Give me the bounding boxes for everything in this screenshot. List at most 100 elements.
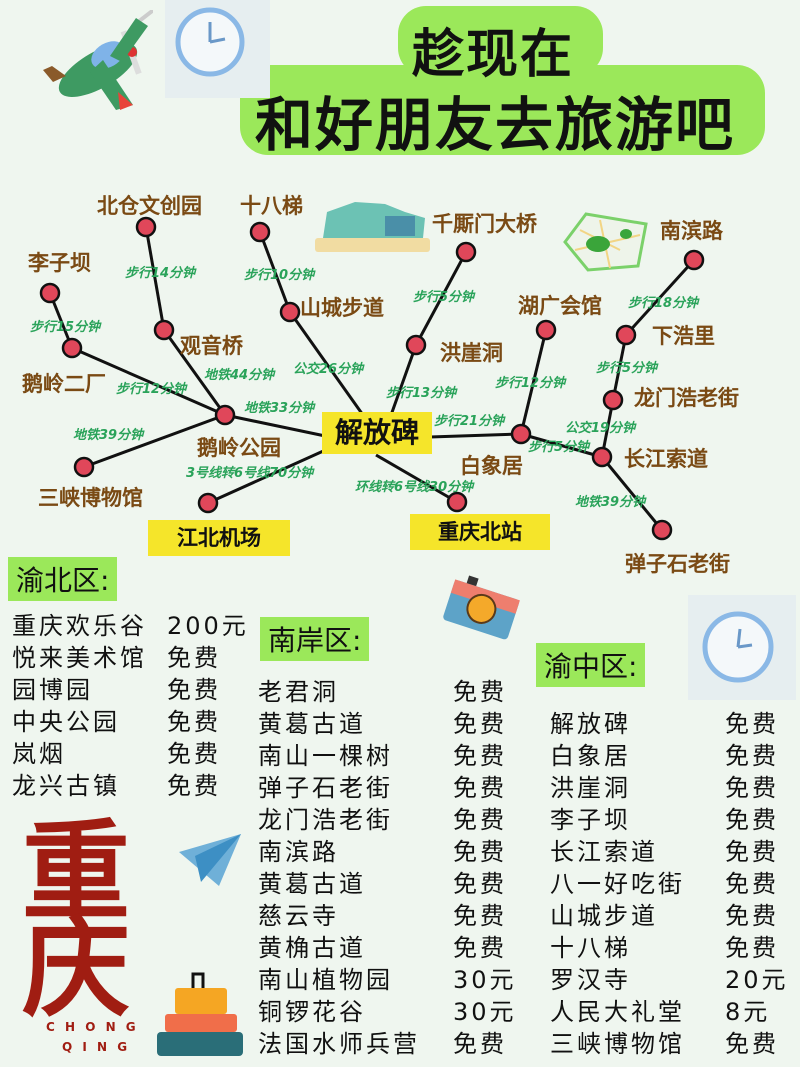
list-item: 南山一棵树免费 bbox=[258, 742, 507, 770]
node-qiansimen bbox=[455, 241, 477, 263]
place-baixiangju: 白象居 bbox=[460, 454, 523, 478]
list-item: 山城步道免费 bbox=[550, 902, 779, 930]
place-shibati: 十八梯 bbox=[240, 194, 303, 218]
place-shancheng: 山城步道 bbox=[300, 296, 384, 320]
list-item: 黄葛古道免费 bbox=[258, 710, 507, 738]
district-title-nanan: 南岸区: bbox=[260, 617, 370, 661]
brand-pinyin-line2: Q I N G bbox=[62, 1040, 131, 1054]
brand-pinyin-line1: C H O N G bbox=[46, 1020, 139, 1034]
route-label: 步行5分钟 bbox=[528, 440, 590, 455]
list-item: 洪崖洞免费 bbox=[550, 774, 779, 802]
place-danzishi: 弹子石老街 bbox=[625, 552, 730, 576]
list-item: 长江索道免费 bbox=[550, 838, 779, 866]
list-item: 李子坝免费 bbox=[550, 806, 779, 834]
district-title-yuzhong: 渝中区: bbox=[536, 643, 646, 687]
map-icon bbox=[560, 210, 650, 272]
clock-icon bbox=[688, 595, 796, 700]
list-item: 黄桷古道免费 bbox=[258, 934, 507, 962]
district-title-yubei: 渝北区: bbox=[8, 557, 118, 601]
node-airport bbox=[197, 492, 219, 514]
list-item: 慈云寺免费 bbox=[258, 902, 507, 930]
list-item: 老君洞免费 bbox=[258, 678, 507, 706]
node-hongyadong bbox=[405, 334, 427, 356]
node-elingpark bbox=[214, 404, 236, 426]
node-danzishi bbox=[651, 519, 673, 541]
route-label: 步行18分钟 bbox=[628, 296, 699, 311]
list-item: 中央公园免费 bbox=[12, 708, 221, 736]
node-eling2 bbox=[61, 337, 83, 359]
node-longmenhao bbox=[602, 389, 624, 411]
place-liziba: 李子坝 bbox=[28, 251, 91, 275]
node-sanxia bbox=[73, 456, 95, 478]
list-item: 园博园免费 bbox=[12, 676, 221, 704]
page-title-line2: 和好朋友去旅游吧 bbox=[255, 91, 736, 159]
brand-char-qing: 庆 bbox=[22, 907, 131, 1032]
place-huguang: 湖广会馆 bbox=[518, 294, 602, 318]
node-nanbinlu bbox=[683, 249, 705, 271]
list-item: 八一好吃街免费 bbox=[550, 870, 779, 898]
district-list-nanan: 老君洞免费 黄葛古道免费 南山一棵树免费 弹子石老街免费 龙门浩老街免费 南滨路… bbox=[258, 676, 528, 1060]
route-label: 地铁44分钟 bbox=[204, 368, 275, 383]
node-shibati bbox=[249, 221, 271, 243]
route-label: 步行12分钟 bbox=[495, 376, 566, 391]
route-label: 3号线转6号线70分钟 bbox=[186, 466, 314, 481]
node-guanyinqiao bbox=[153, 319, 175, 341]
route-label: 公交26分钟 bbox=[293, 362, 364, 377]
route-label: 环线转6号线30分钟 bbox=[355, 480, 474, 495]
list-item: 白象居免费 bbox=[550, 742, 779, 770]
node-huguang bbox=[535, 319, 557, 341]
node-north bbox=[446, 491, 468, 513]
title-highlight-line2 bbox=[240, 65, 765, 155]
clock-icon bbox=[165, 0, 270, 98]
hub-north-station: 重庆北站 bbox=[410, 514, 550, 550]
title-highlight-line1 bbox=[398, 6, 603, 76]
luggage-icon bbox=[155, 970, 245, 1060]
node-liziba bbox=[39, 282, 61, 304]
route-label: 公交19分钟 bbox=[565, 421, 636, 436]
route-label: 步行21分钟 bbox=[434, 414, 505, 429]
airplane-icon bbox=[38, 3, 162, 125]
place-hongyadong: 洪崖洞 bbox=[440, 341, 503, 365]
route-label: 步行5分钟 bbox=[596, 361, 658, 376]
hub-airport: 江北机场 bbox=[148, 520, 290, 556]
route-label: 地铁39分钟 bbox=[73, 428, 144, 443]
hub-jiefangbei: 解放碑 bbox=[322, 412, 432, 454]
place-xiahaoli: 下浩里 bbox=[652, 324, 715, 348]
place-eling2: 鹅岭二厂 bbox=[22, 372, 106, 396]
place-guanyinqiao: 观音桥 bbox=[180, 334, 243, 358]
node-xiahaoli bbox=[615, 324, 637, 346]
building-icon bbox=[315, 196, 430, 254]
route-map bbox=[39, 216, 705, 541]
route-label: 步行5分钟 bbox=[413, 290, 475, 305]
route-label: 步行14分钟 bbox=[125, 266, 196, 281]
node-shancheng bbox=[279, 301, 301, 323]
list-item: 龙门浩老街免费 bbox=[258, 806, 507, 834]
route-label: 步行10分钟 bbox=[244, 268, 315, 283]
list-item: 南滨路免费 bbox=[258, 838, 507, 866]
list-item: 龙兴古镇免费 bbox=[12, 772, 221, 800]
place-qiansimen: 千厮门大桥 bbox=[432, 212, 537, 236]
route-label: 地铁33分钟 bbox=[244, 401, 315, 416]
list-item: 悦来美术馆免费 bbox=[12, 644, 221, 672]
place-sanxia: 三峡博物馆 bbox=[38, 486, 143, 510]
place-longmenhao: 龙门浩老街 bbox=[634, 386, 739, 410]
node-beicang bbox=[135, 216, 157, 238]
place-nanbinlu: 南滨路 bbox=[660, 219, 723, 243]
place-elingpark: 鹅岭公园 bbox=[197, 436, 281, 460]
place-changjiang: 长江索道 bbox=[624, 447, 708, 471]
list-item: 弹子石老街免费 bbox=[258, 774, 507, 802]
list-item: 黄葛古道免费 bbox=[258, 870, 507, 898]
place-beicang: 北仓文创园 bbox=[97, 194, 202, 218]
camera-icon bbox=[442, 575, 522, 640]
paper-plane-icon bbox=[175, 830, 245, 890]
route-label: 步行15分钟 bbox=[30, 320, 101, 335]
node-changjiang bbox=[591, 446, 613, 468]
list-item: 岚烟免费 bbox=[12, 740, 221, 768]
list-item: 法国水师兵营免费 bbox=[258, 1030, 507, 1058]
route-label: 步行13分钟 bbox=[386, 386, 457, 401]
